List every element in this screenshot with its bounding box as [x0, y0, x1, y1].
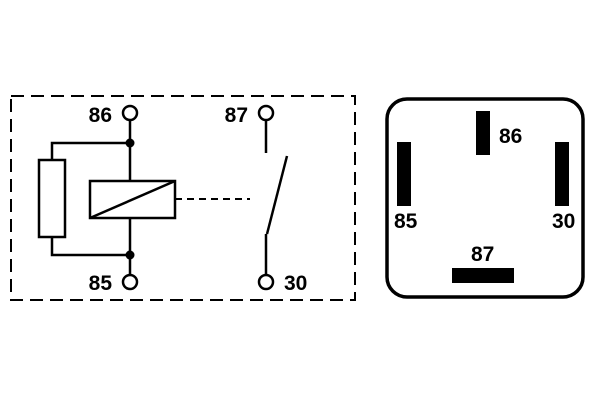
- wire-resistor-top: [50, 141, 130, 160]
- terminal-85-connector: [121, 273, 139, 291]
- terminal-86-label: 86: [89, 104, 112, 127]
- wire-resistor-bottom: [50, 237, 130, 257]
- pin-30-label: 30: [552, 210, 575, 233]
- pin-87-label: 87: [471, 243, 494, 266]
- terminal-30-connector: [257, 273, 275, 291]
- relay-pinout: 86 85 30 87: [385, 97, 585, 299]
- terminal-30-label: 30: [284, 272, 307, 295]
- pin-87-blade: [452, 268, 514, 283]
- schematic-dashed-boundary: [10, 95, 356, 301]
- relay-body-outline: [385, 97, 585, 299]
- pin-86-blade: [476, 111, 490, 155]
- terminal-87-connector: [257, 104, 275, 122]
- terminal-86-connector: [121, 104, 139, 122]
- relay-schematic: 86 85 87 30: [10, 95, 356, 301]
- coil-diagonal-line: [89, 179, 176, 220]
- terminal-87-label: 87: [225, 104, 248, 127]
- pin-86-label: 86: [499, 125, 522, 148]
- pin-85-label: 85: [394, 210, 418, 233]
- pin-85-blade: [397, 142, 411, 206]
- switch-blade: [265, 155, 289, 235]
- pin-30-blade: [555, 142, 569, 206]
- resistor-symbol: [37, 158, 67, 239]
- terminal-85-label: 85: [89, 272, 113, 295]
